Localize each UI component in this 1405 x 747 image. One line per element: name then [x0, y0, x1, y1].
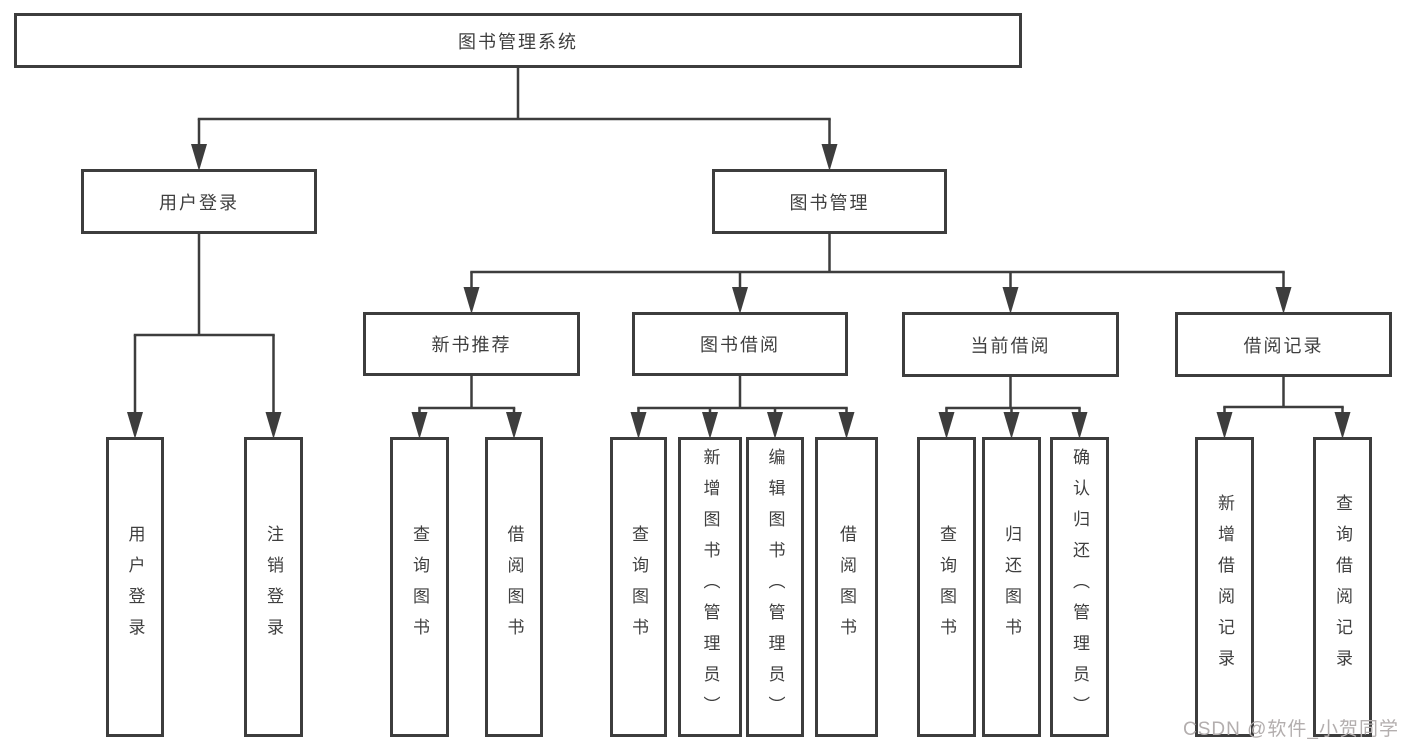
node-book-management: 图书管理: [712, 169, 947, 234]
leaf-query-books: 查询图书: [917, 437, 976, 737]
leaf-user-login: 用户登录: [106, 437, 164, 737]
node-book-borrow-label: 图书借阅: [700, 335, 780, 355]
leaf-query-books-label: 查询图书: [937, 525, 956, 649]
leaf-query-borrow-record: 查询借阅记录: [1313, 437, 1372, 737]
leaf-logout-label: 注销登录: [264, 525, 283, 649]
leaf-edit-books-admin-label: 编辑图书（管理员）: [765, 447, 785, 727]
leaf-user-login-label: 用户登录: [125, 525, 145, 649]
csdn-watermark: CSDN @软件_小贺同学: [1183, 719, 1399, 740]
leaf-query-borrow-record-label: 查询借阅记录: [1333, 494, 1352, 680]
node-borrow-records: 借阅记录: [1175, 312, 1392, 377]
leaf-add-books-admin: 新增图书（管理员）: [678, 437, 742, 737]
node-root: 图书管理系统: [14, 13, 1022, 68]
leaf-edit-books-admin: 编辑图书（管理员）: [746, 437, 804, 737]
node-user-login-label: 用户登录: [159, 192, 239, 213]
node-current-borrow-label: 当前借阅: [970, 335, 1051, 356]
leaf-query-books: 查询图书: [610, 437, 667, 737]
leaf-return-books-label: 归还图书: [1002, 525, 1021, 649]
node-book-borrow: 图书借阅: [632, 312, 848, 376]
node-new-book-recommend: 新书推荐: [363, 312, 580, 376]
leaf-borrow-books: 借阅图书: [485, 437, 543, 737]
leaf-add-borrow-record-label: 新增借阅记录: [1215, 494, 1234, 680]
leaf-borrow-books-label: 借阅图书: [837, 525, 856, 649]
node-borrow-records-label: 借阅记录: [1243, 335, 1324, 356]
leaf-query-books: 查询图书: [390, 437, 449, 737]
node-new-book-recommend-label: 新书推荐: [431, 335, 512, 355]
leaf-logout: 注销登录: [244, 437, 303, 737]
leaf-add-books-admin-label: 新增图书（管理员）: [700, 447, 720, 727]
leaf-borrow-books: 借阅图书: [815, 437, 878, 737]
leaf-add-borrow-record: 新增借阅记录: [1195, 437, 1254, 737]
leaf-confirm-return-admin: 确认归还（管理员）: [1050, 437, 1109, 737]
leaf-return-books: 归还图书: [982, 437, 1041, 737]
node-root-label: 图书管理系统: [458, 31, 578, 52]
node-user-login: 用户登录: [81, 169, 317, 234]
leaf-query-books-label: 查询图书: [410, 525, 429, 649]
leaf-confirm-return-admin-label: 确认归还（管理员）: [1070, 447, 1089, 727]
leaf-query-books-label: 查询图书: [629, 525, 648, 649]
node-book-management-label: 图书管理: [789, 192, 870, 213]
node-current-borrow: 当前借阅: [902, 312, 1119, 377]
leaf-borrow-books-label: 借阅图书: [504, 525, 524, 649]
